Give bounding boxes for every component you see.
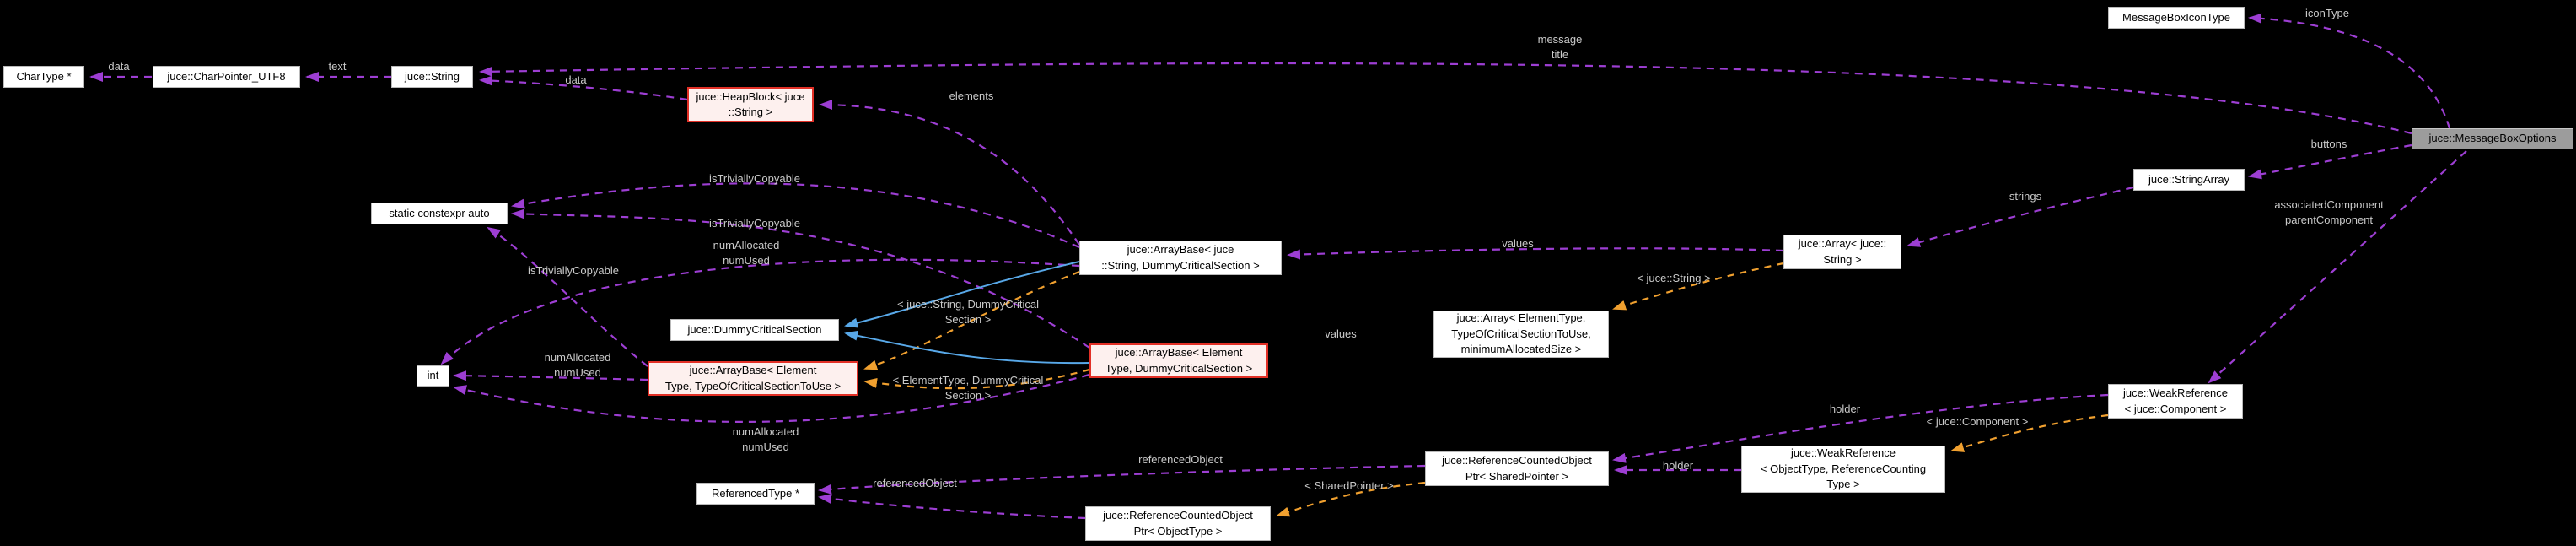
edge-label-template-elem-dummy: < ElementType, DummyCritical Section > bbox=[892, 374, 1044, 402]
edge-arraybase-elementdummy-numallocated bbox=[453, 373, 1090, 423]
edge-label-istriviallycopyable-2: isTriviallyCopyable bbox=[709, 217, 800, 230]
edge-messageboxoptions-associatedcomponent bbox=[2208, 150, 2467, 384]
edge-label-holder-1: holder bbox=[1829, 403, 1861, 415]
node-array-elementtype[interactable]: juce::Array< ElementType, TypeOfCritical… bbox=[1433, 311, 1609, 358]
edge-inherit-arraybase-elementdummy-dummycs bbox=[844, 330, 1090, 365]
node-chartype[interactable]: CharType * bbox=[3, 66, 84, 88]
edge-label-message-title: message title bbox=[1537, 33, 1583, 61]
node-weakreference-component[interactable]: juce::WeakReference < juce::Component > bbox=[2108, 384, 2243, 419]
edge-refcountedptr-object-referencedobject bbox=[818, 493, 1086, 520]
edge-refcountedptr-shared-referencedobject bbox=[818, 464, 1426, 495]
edge-label-template-component: < juce::Component > bbox=[1926, 415, 2029, 428]
edge-label-istriviallycopyable-1: isTriviallyCopyable bbox=[709, 172, 800, 185]
node-messageboxoptions[interactable]: juce::MessageBoxOptions bbox=[2412, 128, 2573, 149]
node-dummycriticalsection[interactable]: juce::DummyCriticalSection bbox=[670, 319, 839, 341]
edge-arraybase-string-istriviallycopyable bbox=[511, 182, 1080, 249]
edge-array-string-values bbox=[1287, 247, 1784, 260]
edge-arraybase-elementdummy-istriviallycopyable bbox=[511, 208, 1090, 349]
node-array-juce-string[interactable]: juce::Array< juce:: String > bbox=[1783, 235, 1901, 269]
edge-template-weakref-component bbox=[1950, 414, 2109, 452]
node-referencedtype[interactable]: ReferencedType * bbox=[696, 483, 815, 505]
node-arraybase-elementtype-dummycs[interactable]: juce::ArrayBase< Element Type, DummyCrit… bbox=[1089, 343, 1268, 378]
node-static-constexpr-auto[interactable]: static constexpr auto bbox=[371, 203, 508, 224]
edge-messageboxoptions-message-title bbox=[479, 62, 2412, 135]
node-int[interactable]: int bbox=[417, 365, 449, 387]
edge-label-istriviallycopyable-3: isTriviallyCopyable bbox=[528, 264, 619, 277]
edge-label-numallocated-3: numAllocated numUsed bbox=[732, 425, 799, 453]
node-stringarray[interactable]: juce::StringArray bbox=[2133, 169, 2245, 191]
edge-label-numallocated-2: numAllocated numUsed bbox=[544, 351, 611, 379]
edge-label-buttons: buttons bbox=[2310, 138, 2347, 150]
node-heapblock-string[interactable]: juce::HeapBlock< juce ::String > bbox=[687, 87, 814, 122]
edge-label-values-1: values bbox=[1502, 237, 1534, 250]
edge-arraybase-elementtypeof-numallocated bbox=[453, 370, 648, 381]
edge-arraybase-string-elements bbox=[819, 100, 1080, 246]
node-arraybase-elementtype-typeofcs[interactable]: juce::ArrayBase< Element Type, TypeOfCri… bbox=[648, 361, 858, 396]
edge-label-text: text bbox=[328, 60, 347, 73]
edge-label-numallocated-1: numAllocated numUsed bbox=[713, 239, 780, 267]
node-juce-string[interactable]: juce::String bbox=[391, 66, 473, 88]
node-arraybase-string-dummycs[interactable]: juce::ArrayBase< juce ::String, DummyCri… bbox=[1079, 241, 1282, 275]
edge-label-elements: elements bbox=[949, 89, 994, 102]
edge-label-template-juce-string: < juce::String > bbox=[1637, 272, 1711, 284]
edge-messageboxoptions-icontype bbox=[2248, 13, 2451, 129]
edge-template-array-string bbox=[1612, 262, 1784, 311]
node-messageboxicontype[interactable]: MessageBoxIconType bbox=[2108, 7, 2245, 29]
node-refcountedobjectptr-sharedpointer[interactable]: juce::ReferenceCountedObject Ptr< Shared… bbox=[1425, 451, 1609, 486]
edge-arraybase-string-numallocated bbox=[440, 258, 1080, 365]
edge-template-arraybase-string bbox=[863, 270, 1080, 370]
node-refcountedobjectptr-objecttype[interactable]: juce::ReferenceCountedObject Ptr< Object… bbox=[1085, 506, 1271, 541]
edge-label-strings: strings bbox=[2009, 190, 2042, 203]
edge-label-associatedcomponent: associatedComponent parentComponent bbox=[2274, 198, 2384, 226]
edge-stringarray-strings bbox=[1906, 186, 2134, 247]
edge-label-referencedobject-1: referencedObject bbox=[1138, 453, 1223, 466]
edge-inherit-arraybase-string-dummycs bbox=[844, 261, 1080, 328]
edge-label-template-sharedpointer: < SharedPointer > bbox=[1304, 479, 1394, 492]
edge-label-data-1: data bbox=[108, 60, 130, 73]
edge-label-holder-2: holder bbox=[1662, 459, 1694, 472]
node-weakreference-objecttype[interactable]: juce::WeakReference < ObjectType, Refere… bbox=[1741, 446, 1945, 493]
edge-label-template-string-dummy: < juce::String, DummyCritical Section > bbox=[897, 298, 1039, 326]
edge-label-icontype: iconType bbox=[2304, 7, 2350, 19]
node-charpointer-utf8[interactable]: juce::CharPointer_UTF8 bbox=[153, 66, 300, 88]
edge-label-values-2: values bbox=[1325, 327, 1357, 340]
edge-label-data-2: data bbox=[565, 73, 587, 86]
edge-label-referencedobject-2: referencedObject bbox=[873, 477, 957, 489]
edge-weakref-component-holder bbox=[1612, 393, 2109, 463]
edge-arraybase-elementtypeof-istriviallycopyable bbox=[487, 226, 648, 367]
edge-messageboxoptions-buttons bbox=[2248, 143, 2412, 180]
